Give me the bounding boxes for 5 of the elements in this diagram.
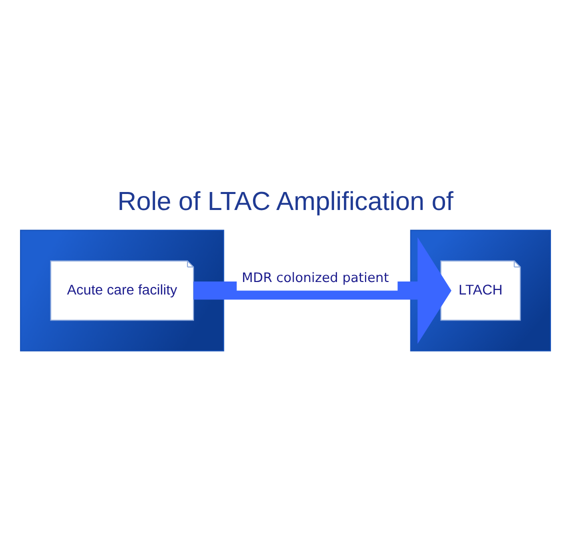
- edge-label: MDR colonized patient: [242, 270, 389, 286]
- arrow: [194, 237, 452, 344]
- cluster: [410, 230, 551, 352]
- diagram-title: Role of LTAC Amplification of: [118, 186, 454, 216]
- cluster: [20, 230, 224, 352]
